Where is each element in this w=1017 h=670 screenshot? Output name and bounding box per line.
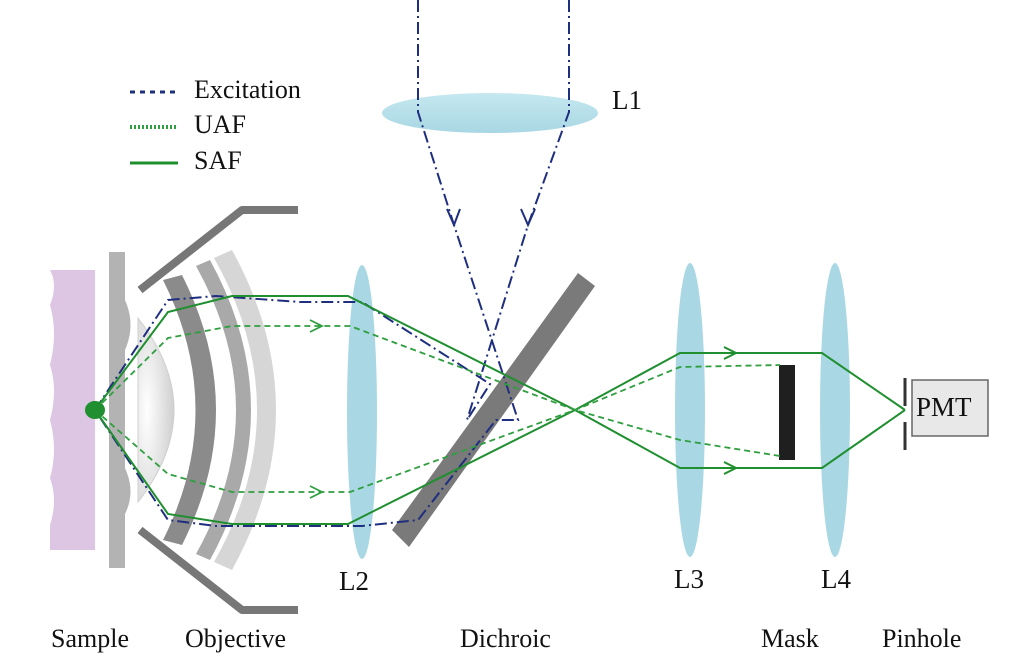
objective-housing-top [137, 206, 298, 294]
lens-l4 [820, 263, 850, 557]
dichroic-label: Dichroic [460, 624, 551, 653]
sample-shape [50, 270, 95, 550]
sample-label: Sample [51, 624, 129, 653]
lens-l4-label: L4 [821, 564, 851, 594]
lens-l1 [382, 93, 598, 133]
pmt-label: PMT [916, 392, 972, 422]
uaf-beams [94, 325, 781, 493]
mask [779, 365, 795, 460]
objective-meniscus-light [214, 250, 276, 570]
pmt-box [911, 379, 989, 437]
pinhole-label: Pinhole [882, 624, 962, 653]
dichroic-mirror [392, 273, 595, 547]
excitation-beams [94, 0, 570, 527]
excitation-arrows [446, 208, 536, 228]
objective-label: Objective [185, 624, 287, 653]
uaf-arrows [309, 319, 325, 499]
legend-saf-label: SAF [194, 146, 242, 175]
saf-beams [94, 295, 906, 525]
legend-excitation-label: Excitation [194, 75, 301, 104]
lens-l3-label: L3 [674, 564, 704, 594]
saf-arrows [723, 346, 739, 475]
objective-meniscus-mid [196, 260, 251, 560]
objective-housing-bottom [137, 526, 298, 614]
lens-l1-label: L1 [612, 85, 642, 115]
sample-mount [109, 252, 131, 568]
lens-l3 [675, 263, 705, 557]
objective-front-lens [137, 316, 175, 504]
lens-l2-label: L2 [339, 566, 369, 596]
sample-focus-spot [85, 401, 105, 419]
mask-label: Mask [761, 624, 819, 653]
legend-uaf-label: UAF [194, 110, 247, 139]
objective-meniscus-dark [163, 275, 216, 545]
